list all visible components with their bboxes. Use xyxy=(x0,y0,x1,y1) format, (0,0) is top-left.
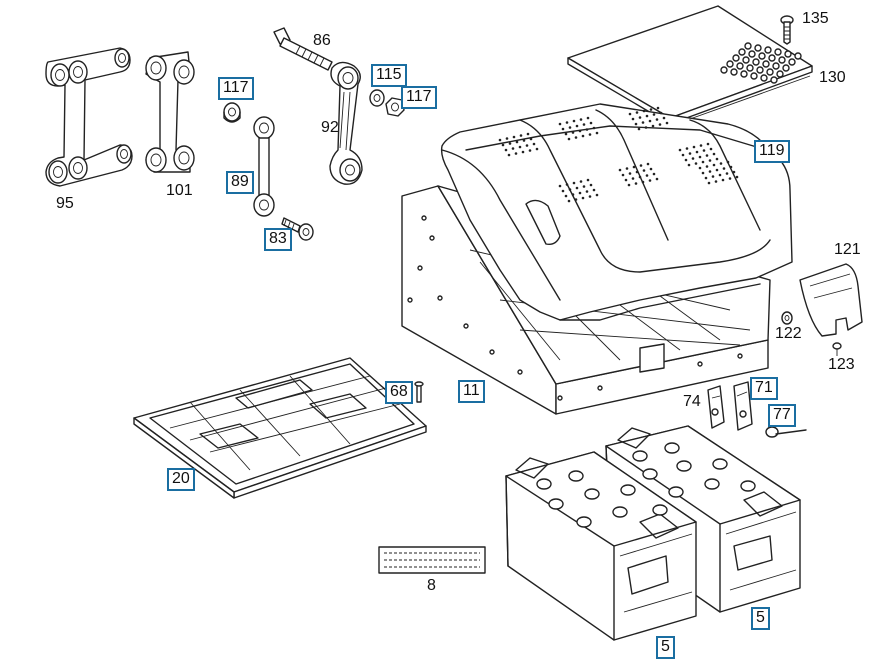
callout-92: 92 xyxy=(321,119,339,136)
callout-5-rear[interactable]: 5 xyxy=(751,607,770,630)
part-89-short-link xyxy=(253,116,275,217)
battery-rear-cell-caps xyxy=(632,442,756,498)
part-92-rod-link xyxy=(329,61,363,185)
part-8-label-sticker xyxy=(378,546,486,574)
callout-130: 130 xyxy=(819,69,846,86)
callout-101: 101 xyxy=(166,182,193,199)
cover-vent-holes xyxy=(720,42,802,84)
callout-95: 95 xyxy=(56,195,74,212)
callout-122: 122 xyxy=(775,325,802,342)
part-20-battery-tray xyxy=(133,357,427,499)
part-101-side-link xyxy=(145,51,195,173)
callout-20[interactable]: 20 xyxy=(167,468,195,491)
callout-86: 86 xyxy=(313,32,331,49)
callout-117-right[interactable]: 117 xyxy=(401,86,437,109)
callout-119[interactable]: 119 xyxy=(754,140,790,163)
part-77-bolt xyxy=(765,426,807,438)
callout-68[interactable]: 68 xyxy=(385,381,413,404)
part-83-bolt xyxy=(281,217,314,241)
part-119-battery-hood xyxy=(440,103,793,321)
part-117-washer-left xyxy=(223,102,241,123)
callout-77[interactable]: 77 xyxy=(768,404,796,427)
callout-115[interactable]: 115 xyxy=(371,64,407,87)
hood-vent-holes xyxy=(498,106,739,203)
part-135-screw xyxy=(780,15,794,45)
part-123-screw xyxy=(832,342,842,356)
callout-5-front[interactable]: 5 xyxy=(656,636,675,659)
callout-117-left[interactable]: 117 xyxy=(218,77,254,100)
callout-11[interactable]: 11 xyxy=(458,380,485,403)
callout-8: 8 xyxy=(427,577,436,594)
part-130-cover-plate xyxy=(567,5,813,125)
callout-83[interactable]: 83 xyxy=(264,228,292,251)
callout-89[interactable]: 89 xyxy=(226,171,254,194)
part-117-nut-right xyxy=(385,97,405,117)
part-95-link-bracket xyxy=(45,47,133,187)
battery-front-cell-caps xyxy=(536,470,668,528)
callout-135: 135 xyxy=(802,10,829,27)
part-71-bracket xyxy=(733,381,753,431)
part-5-battery-front xyxy=(505,451,697,641)
callout-71[interactable]: 71 xyxy=(750,377,778,400)
callout-123: 123 xyxy=(828,356,855,373)
part-115-washer xyxy=(369,89,385,107)
part-86-long-bolt xyxy=(273,27,333,71)
part-121-terminal-cover xyxy=(799,263,863,337)
part-68-pin xyxy=(414,381,424,403)
part-74-bracket xyxy=(707,385,725,429)
frame-mounting-holes xyxy=(407,215,743,401)
callout-74: 74 xyxy=(683,393,701,410)
part-122-washer xyxy=(781,311,793,325)
callout-121: 121 xyxy=(834,241,861,258)
